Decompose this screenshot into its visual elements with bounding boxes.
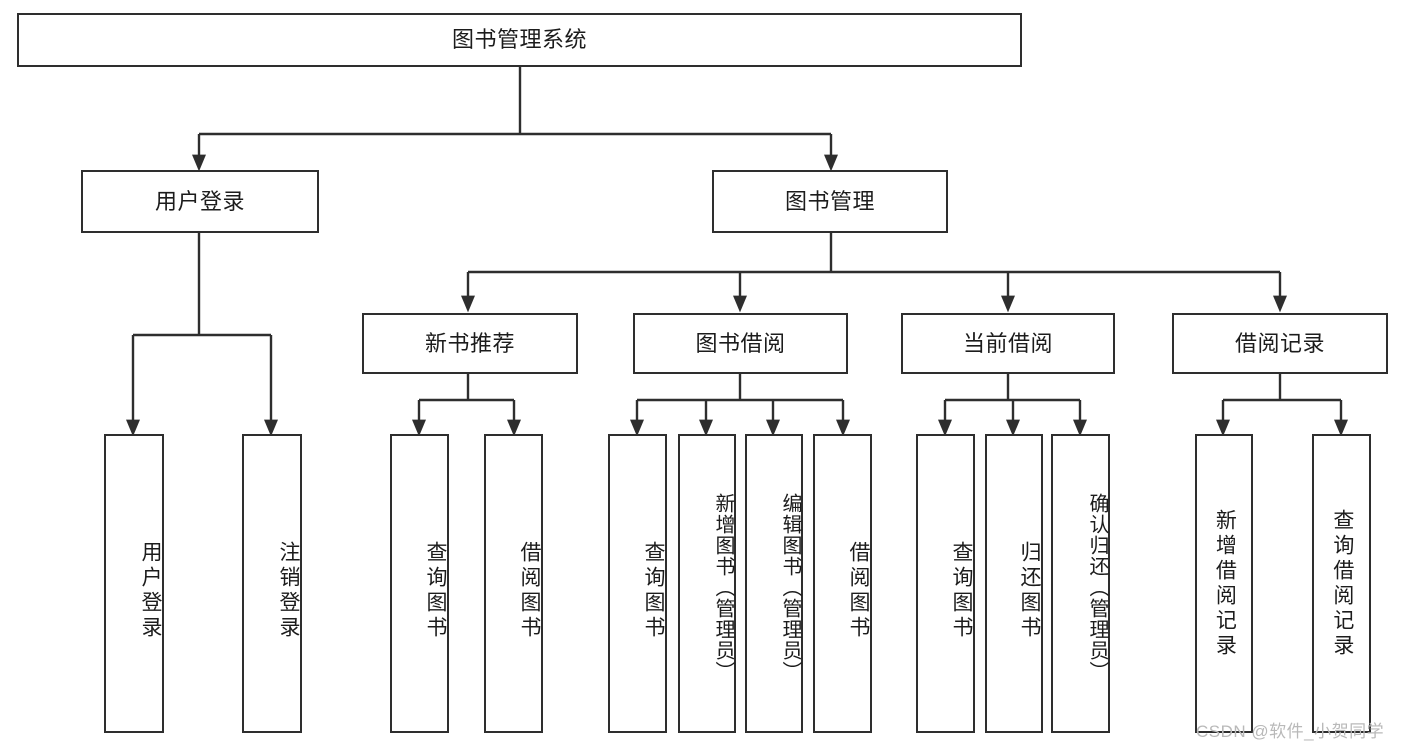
leaf-query-book-borrow[interactable]: 查询图书 bbox=[608, 434, 667, 733]
node-current-borrow[interactable]: 当前借阅 bbox=[901, 313, 1115, 374]
node-book-manage[interactable]: 图书管理 bbox=[712, 170, 948, 233]
csdn-watermark: CSDN @软件_小贺同学 bbox=[1196, 722, 1385, 741]
node-new-book-recommendation[interactable]: 新书推荐 bbox=[362, 313, 578, 374]
leaf-logout-login[interactable]: 注销登录 bbox=[242, 434, 302, 733]
leaf-add-book-admin[interactable]: 新增图书（管理员） bbox=[678, 434, 736, 733]
leaf-query-borrow-record[interactable]: 查询借阅记录 bbox=[1312, 434, 1371, 733]
node-borrow-record[interactable]: 借阅记录 bbox=[1172, 313, 1388, 374]
leaf-add-borrow-record[interactable]: 新增借阅记录 bbox=[1195, 434, 1253, 733]
node-user-login[interactable]: 用户登录 bbox=[81, 170, 319, 233]
leaf-edit-book-admin[interactable]: 编辑图书（管理员） bbox=[745, 434, 803, 733]
leaf-user-login[interactable]: 用户登录 bbox=[104, 434, 164, 733]
leaf-query-book-current-borrow[interactable]: 查询图书 bbox=[916, 434, 975, 733]
node-book-borrow[interactable]: 图书借阅 bbox=[633, 313, 848, 374]
leaf-query-book-new-recommendation[interactable]: 查询图书 bbox=[390, 434, 449, 733]
leaf-confirm-return-admin[interactable]: 确认归还（管理员） bbox=[1051, 434, 1110, 733]
leaf-borrow-book-new-recommendation[interactable]: 借阅图书 bbox=[484, 434, 543, 733]
leaf-borrow-book[interactable]: 借阅图书 bbox=[813, 434, 872, 733]
node-root-book-management-system[interactable]: 图书管理系统 bbox=[17, 13, 1022, 67]
leaf-return-book[interactable]: 归还图书 bbox=[985, 434, 1043, 733]
